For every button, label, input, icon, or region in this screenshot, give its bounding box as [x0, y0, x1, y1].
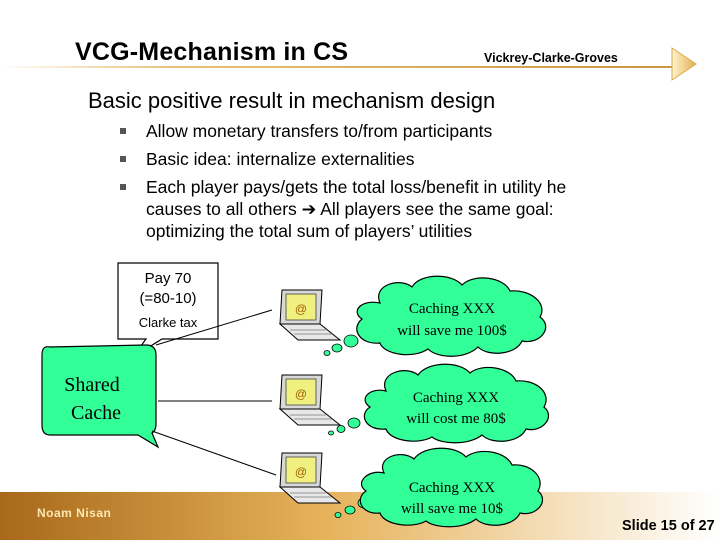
bullet-text-line: causes to all others: [146, 199, 302, 219]
laptop-icon: @: [278, 374, 342, 426]
arrow-right-icon: ➔: [301, 199, 317, 219]
thought-cloud-icon: Caching XXX will cost me 80$: [328, 363, 550, 444]
clarke-tax-callout: Pay 70 (=80-10) Clarke tax: [117, 262, 219, 358]
callout-line: Clarke tax: [139, 315, 198, 330]
laptop-screen-glyph: @: [295, 302, 307, 316]
thought-cloud-icon: Caching XXX will save me 10$: [334, 447, 544, 528]
laptop-icon: @: [278, 289, 342, 341]
link-line: [151, 430, 277, 476]
header-rule: [0, 66, 680, 68]
cache-label: Cache: [71, 402, 121, 424]
bullet-list: Allow monetary transfers to/from partici…: [120, 120, 680, 242]
play-triangle-icon: [671, 47, 697, 81]
bullet-text-line: All players see the same goal:: [316, 199, 554, 219]
laptop-screen-glyph: @: [295, 387, 307, 401]
bullet-item: Basic idea: internalize externalities: [120, 148, 680, 170]
slide-title: VCG-Mechanism in CS: [75, 38, 349, 66]
cloud-text: Caching XXX: [413, 390, 499, 406]
link-line: [155, 309, 273, 346]
bullet-text: Allow monetary transfers to/from partici…: [146, 121, 493, 141]
bullet-text-line: Each player pays/gets the total loss/ben…: [146, 177, 567, 197]
section-heading: Basic positive result in mechanism desig…: [88, 88, 496, 113]
laptop-icon: @: [278, 452, 342, 504]
speech-bubble-icon: [41, 344, 160, 449]
footer-author: Noam Nisan: [37, 506, 112, 520]
callout-line: Pay 70: [145, 270, 192, 287]
cloud-text: Caching XXX: [409, 480, 495, 496]
thought-cloud-icon: Caching XXX will save me 100$: [323, 275, 547, 357]
cloud-text: Caching XXX: [409, 301, 495, 317]
laptop-screen-glyph: @: [295, 465, 307, 479]
cloud-text: will save me 10$: [401, 501, 504, 517]
header-decoration: [0, 47, 697, 81]
vcg-diagram: Pay 70 (=80-10) Clarke tax Shared Cache …: [0, 262, 720, 540]
slide-number: Slide 15 of 27: [622, 518, 715, 534]
cloud-text: will save me 100$: [397, 323, 507, 339]
shared-cache: Shared Cache: [41, 344, 160, 449]
callout-line: (=80-10): [139, 290, 196, 307]
bullet-text: Basic idea: internalize externalities: [146, 149, 415, 169]
bullet-text-line: optimizing the total sum of players’ uti…: [146, 221, 473, 241]
cache-label: Shared: [64, 374, 120, 396]
cloud-text: will cost me 80$: [406, 411, 506, 427]
slide-subtitle: Vickrey-Clarke-Groves: [484, 51, 618, 65]
bullet-item: Each player pays/gets the total loss/ben…: [120, 176, 680, 242]
bullet-item: Allow monetary transfers to/from partici…: [120, 120, 680, 142]
